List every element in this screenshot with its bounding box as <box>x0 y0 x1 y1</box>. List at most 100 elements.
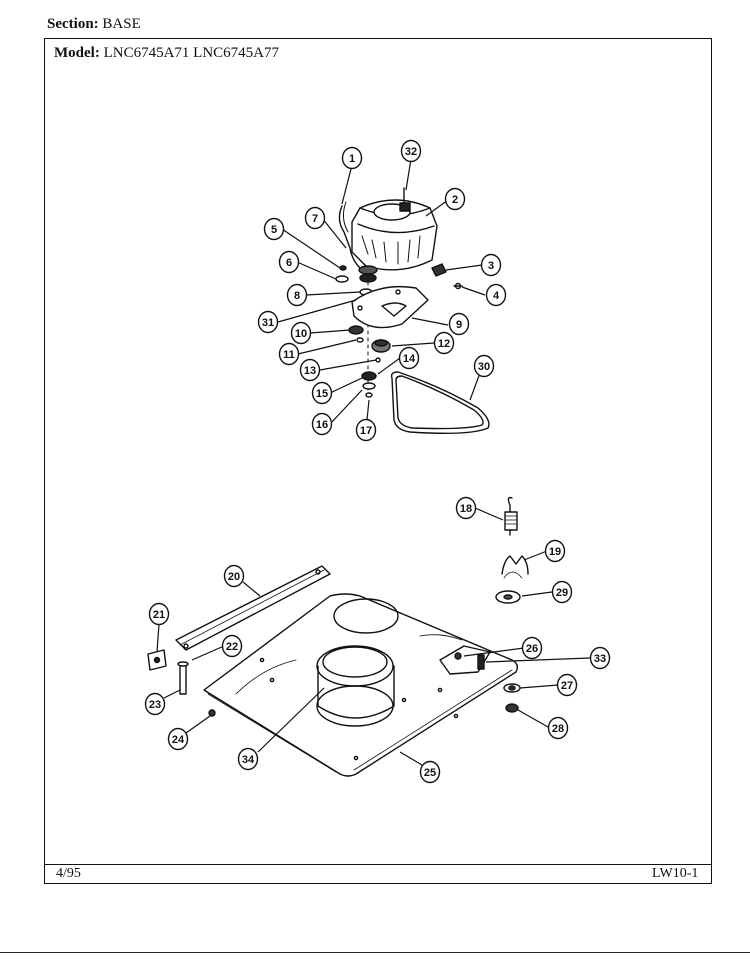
callout-number: 30 <box>478 361 490 373</box>
callout-number: 11 <box>283 349 295 361</box>
section-heading: Section: BASE <box>47 16 141 33</box>
callout-circle <box>419 760 441 784</box>
spring-drawing <box>495 496 529 604</box>
callout-circle <box>290 321 312 345</box>
callout-28: 28 <box>547 716 569 740</box>
callout-circle <box>433 331 455 355</box>
callout-circle <box>448 312 470 336</box>
callout-number: 32 <box>405 146 417 158</box>
callout-circle <box>311 381 333 405</box>
callout-circle <box>485 283 507 307</box>
section-label: Section: <box>47 16 99 32</box>
callout-31: 31 <box>257 310 279 334</box>
callout-circle <box>398 346 420 370</box>
callout-number: 19 <box>549 546 561 558</box>
callout-23: 23 <box>144 692 166 716</box>
callout-circle <box>355 418 377 442</box>
callout-circle <box>278 342 300 366</box>
callout-circle <box>278 250 300 274</box>
callout-number: 24 <box>172 734 185 746</box>
diagram-frame <box>44 38 712 884</box>
callout-number: 16 <box>316 419 328 431</box>
callout-number: 13 <box>304 365 316 377</box>
section-value: BASE <box>102 16 141 32</box>
callout-circle <box>544 539 566 563</box>
callout-circle <box>263 217 285 241</box>
callout-1: 1 <box>341 146 363 170</box>
callout-number: 27 <box>561 680 573 692</box>
callout-number: 18 <box>460 503 472 515</box>
callout-number: 9 <box>456 319 462 331</box>
callout-circle <box>221 634 243 658</box>
callout-19: 19 <box>544 539 566 563</box>
callout-circle <box>304 206 326 230</box>
callout-number: 25 <box>424 767 436 779</box>
callout-circle <box>521 636 543 660</box>
callout-number: 4 <box>493 290 500 302</box>
callout-circle <box>589 646 611 670</box>
callout-number: 7 <box>312 213 318 225</box>
callout-number: 17 <box>360 425 372 437</box>
callout-22: 22 <box>221 634 243 658</box>
callout-12: 12 <box>433 331 455 355</box>
callout-number: 12 <box>438 338 450 350</box>
callout-circle <box>473 354 495 378</box>
callout-17: 17 <box>355 418 377 442</box>
callout-circle <box>547 716 569 740</box>
callout-20: 20 <box>223 564 245 588</box>
callout-11: 11 <box>278 342 300 366</box>
callout-circle <box>223 564 245 588</box>
page-id: LW10-1 <box>652 866 699 881</box>
callout-21: 21 <box>148 602 170 626</box>
callout-9: 9 <box>448 312 470 336</box>
callout-number: 22 <box>226 641 238 653</box>
callout-number: 28 <box>552 723 564 735</box>
callout-circle <box>455 496 477 520</box>
callout-circle <box>551 580 573 604</box>
callout-number: 21 <box>153 609 165 621</box>
callout-30: 30 <box>473 354 495 378</box>
callout-7: 7 <box>304 206 326 230</box>
callout-number: 29 <box>556 587 568 599</box>
callout-circle <box>400 139 422 163</box>
callout-number: 3 <box>488 260 494 272</box>
model-heading: Model: LNC6745A71 LNC6745A77 <box>54 45 279 62</box>
callout-32: 32 <box>400 139 422 163</box>
callout-24: 24 <box>167 727 189 751</box>
callout-circle <box>480 253 502 277</box>
callout-34: 34 <box>237 747 259 771</box>
callout-14: 14 <box>398 346 420 370</box>
callout-18: 18 <box>455 496 477 520</box>
footer-rule <box>44 864 712 865</box>
callout-number: 6 <box>286 257 292 269</box>
callout-number: 14 <box>403 353 416 365</box>
callout-circle <box>311 412 333 436</box>
callout-10: 10 <box>290 321 312 345</box>
model-label: Model: <box>54 45 100 61</box>
callout-13: 13 <box>299 358 321 382</box>
callout-6: 6 <box>278 250 300 274</box>
callout-4: 4 <box>485 283 507 307</box>
callout-3: 3 <box>480 253 502 277</box>
callout-26: 26 <box>521 636 543 660</box>
callout-number: 33 <box>594 653 606 665</box>
callout-circle <box>341 146 363 170</box>
callout-circle <box>257 310 279 334</box>
page-bottom-rule <box>0 952 750 953</box>
callout-circle <box>237 747 259 771</box>
callout-15: 15 <box>311 381 333 405</box>
callout-circle <box>444 187 466 211</box>
callout-number: 1 <box>349 153 355 165</box>
callout-25: 25 <box>419 760 441 784</box>
callout-circle <box>299 358 321 382</box>
callout-circle <box>286 283 308 307</box>
callout-8: 8 <box>286 283 308 307</box>
callout-circle <box>144 692 166 716</box>
callout-2: 2 <box>444 187 466 211</box>
callout-circle <box>167 727 189 751</box>
callout-number: 2 <box>452 194 458 206</box>
callout-number: 8 <box>294 290 300 302</box>
callout-number: 26 <box>526 643 538 655</box>
motor-drawing <box>335 187 490 435</box>
